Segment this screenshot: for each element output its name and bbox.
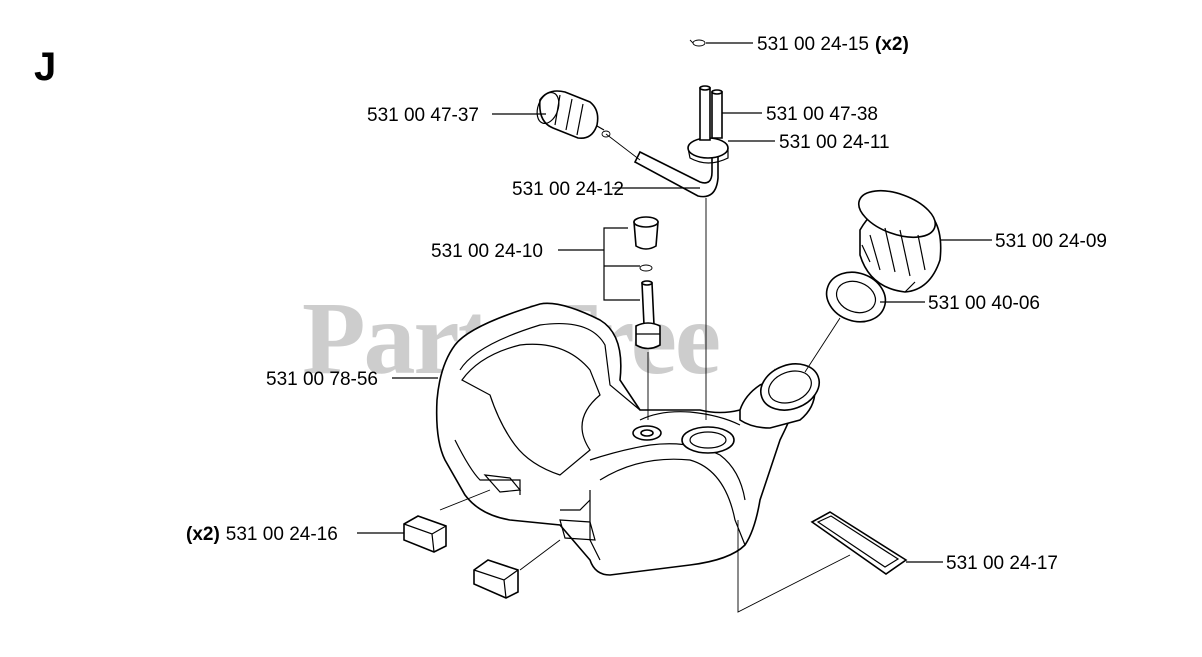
assembly-line-foot-1 (439, 489, 491, 511)
callout-fuel-hose[interactable]: 531 00 24-12 (512, 179, 624, 200)
callout-rubber-foot[interactable]: (x2)531 00 24-16 (186, 524, 338, 545)
rubber-foot-drawing[interactable] (403, 515, 519, 599)
callout-fuel-cap[interactable]: 531 00 24-09 (995, 231, 1107, 252)
filter-drawing[interactable] (533, 90, 611, 140)
callout-filter[interactable]: 531 00 47-37 (367, 105, 479, 126)
fuel-cap-drawing[interactable] (853, 182, 942, 293)
callout-cap-clip[interactable]: 531 00 24-15(x2) (757, 34, 909, 55)
assembly-line-foot-2 (519, 539, 561, 571)
leader-vent-valve-bracket (603, 227, 640, 301)
callout-vent-valve[interactable]: 531 00 24-10 (431, 241, 543, 262)
tank-pad-drawing[interactable] (810, 511, 908, 575)
callout-grommet[interactable]: 531 00 24-11 (779, 132, 890, 153)
grommet-drawing[interactable] (687, 85, 729, 164)
vent-valve-drawing[interactable] (633, 216, 661, 350)
assembly-line-filter (605, 133, 641, 161)
callout-cap-seal[interactable]: 531 00 40-06 (928, 293, 1040, 314)
callout-fuel-tank[interactable]: 531 00 78-56 (266, 369, 378, 390)
cap-clip-drawing[interactable] (689, 39, 706, 47)
assembly-line-cap (804, 317, 841, 373)
fuel-tank-drawing[interactable] (435, 302, 826, 576)
assembly-line-pad (737, 520, 851, 613)
section-letter: J (34, 45, 56, 89)
cap-seal-drawing[interactable] (820, 264, 893, 330)
callout-vent-hose[interactable]: 531 00 47-38 (766, 104, 878, 125)
callout-tank-pad[interactable]: 531 00 24-17 (946, 553, 1058, 574)
